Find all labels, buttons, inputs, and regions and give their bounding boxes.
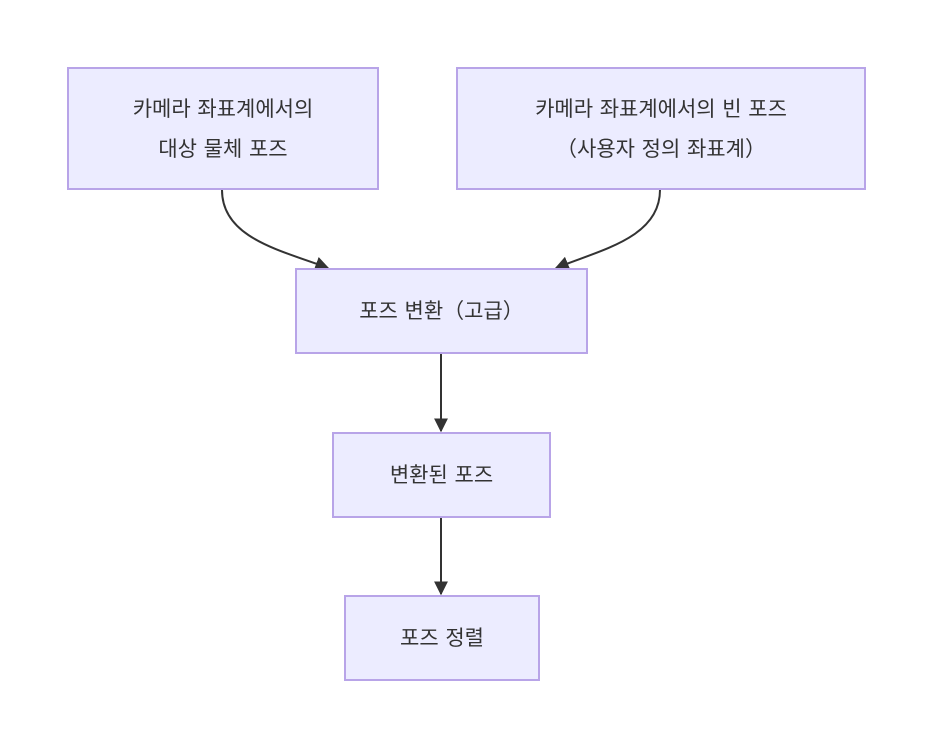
node-pose-transform: 포즈 변환（고급） bbox=[295, 268, 588, 354]
node-camera-empty-pose: 카메라 좌표계에서의 빈 포즈 （사용자 정의 좌표계） bbox=[456, 67, 866, 190]
node-pose-align: 포즈 정렬 bbox=[344, 595, 540, 681]
node-camera-empty-pose-line-2: （사용자 정의 좌표계） bbox=[556, 136, 766, 161]
node-camera-object-pose-line-1: 카메라 좌표계에서의 bbox=[132, 96, 314, 121]
node-transformed-pose-label: 변환된 포즈 bbox=[389, 463, 494, 487]
node-camera-object-pose-line-2: 대상 물체 포즈 bbox=[158, 136, 288, 161]
node-transformed-pose: 변환된 포즈 bbox=[332, 432, 551, 518]
node-camera-empty-pose-line-1: 카메라 좌표계에서의 빈 포즈 bbox=[535, 96, 787, 121]
edge-camera-empty-to-transform bbox=[554, 189, 661, 270]
node-pose-align-label: 포즈 정렬 bbox=[400, 626, 484, 650]
node-pose-transform-label: 포즈 변환（고급） bbox=[359, 299, 524, 323]
edge-camera-object-to-transform bbox=[221, 189, 330, 271]
node-camera-object-pose: 카메라 좌표계에서의 대상 물체 포즈 bbox=[67, 67, 379, 190]
